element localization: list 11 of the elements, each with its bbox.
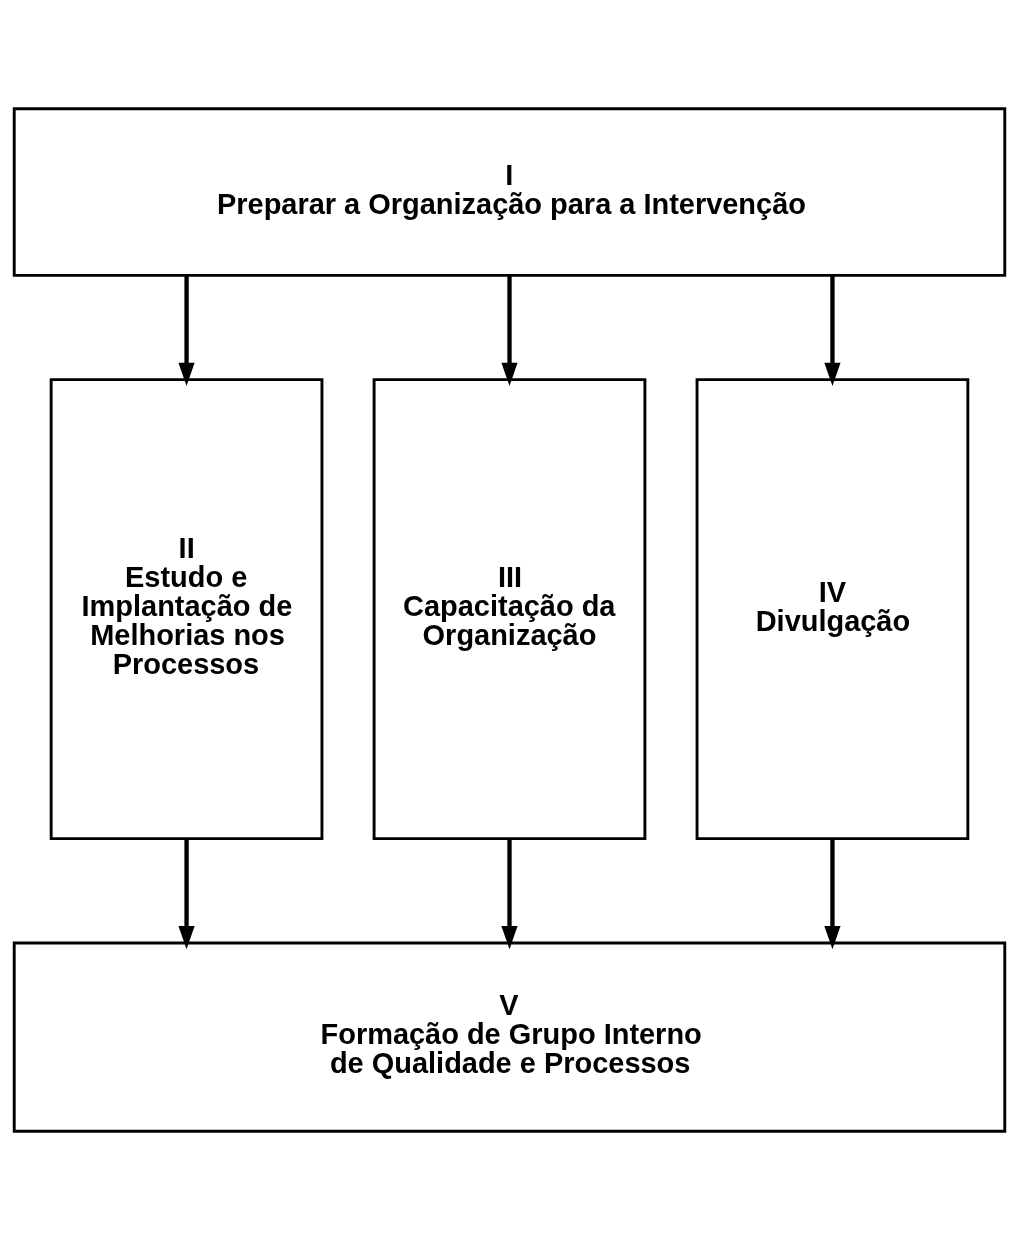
node-box: V Formação de Grupo Interno de Qualidade e Processos	[12, 941, 1007, 1133]
arrow	[824, 274, 841, 386]
node-box: I Preparar a Organização para a Intervenção	[12, 106, 1007, 277]
arrow	[178, 274, 195, 386]
arrow	[501, 838, 518, 949]
arrow	[178, 838, 195, 949]
node-box: II Estudo e Implantação de Melhorias nos Processos	[49, 377, 324, 840]
node-box: IV Divulgação	[695, 377, 970, 840]
arrow	[824, 838, 841, 949]
arrow	[501, 274, 518, 386]
node-box: III Capacitação da Organização	[372, 377, 647, 840]
